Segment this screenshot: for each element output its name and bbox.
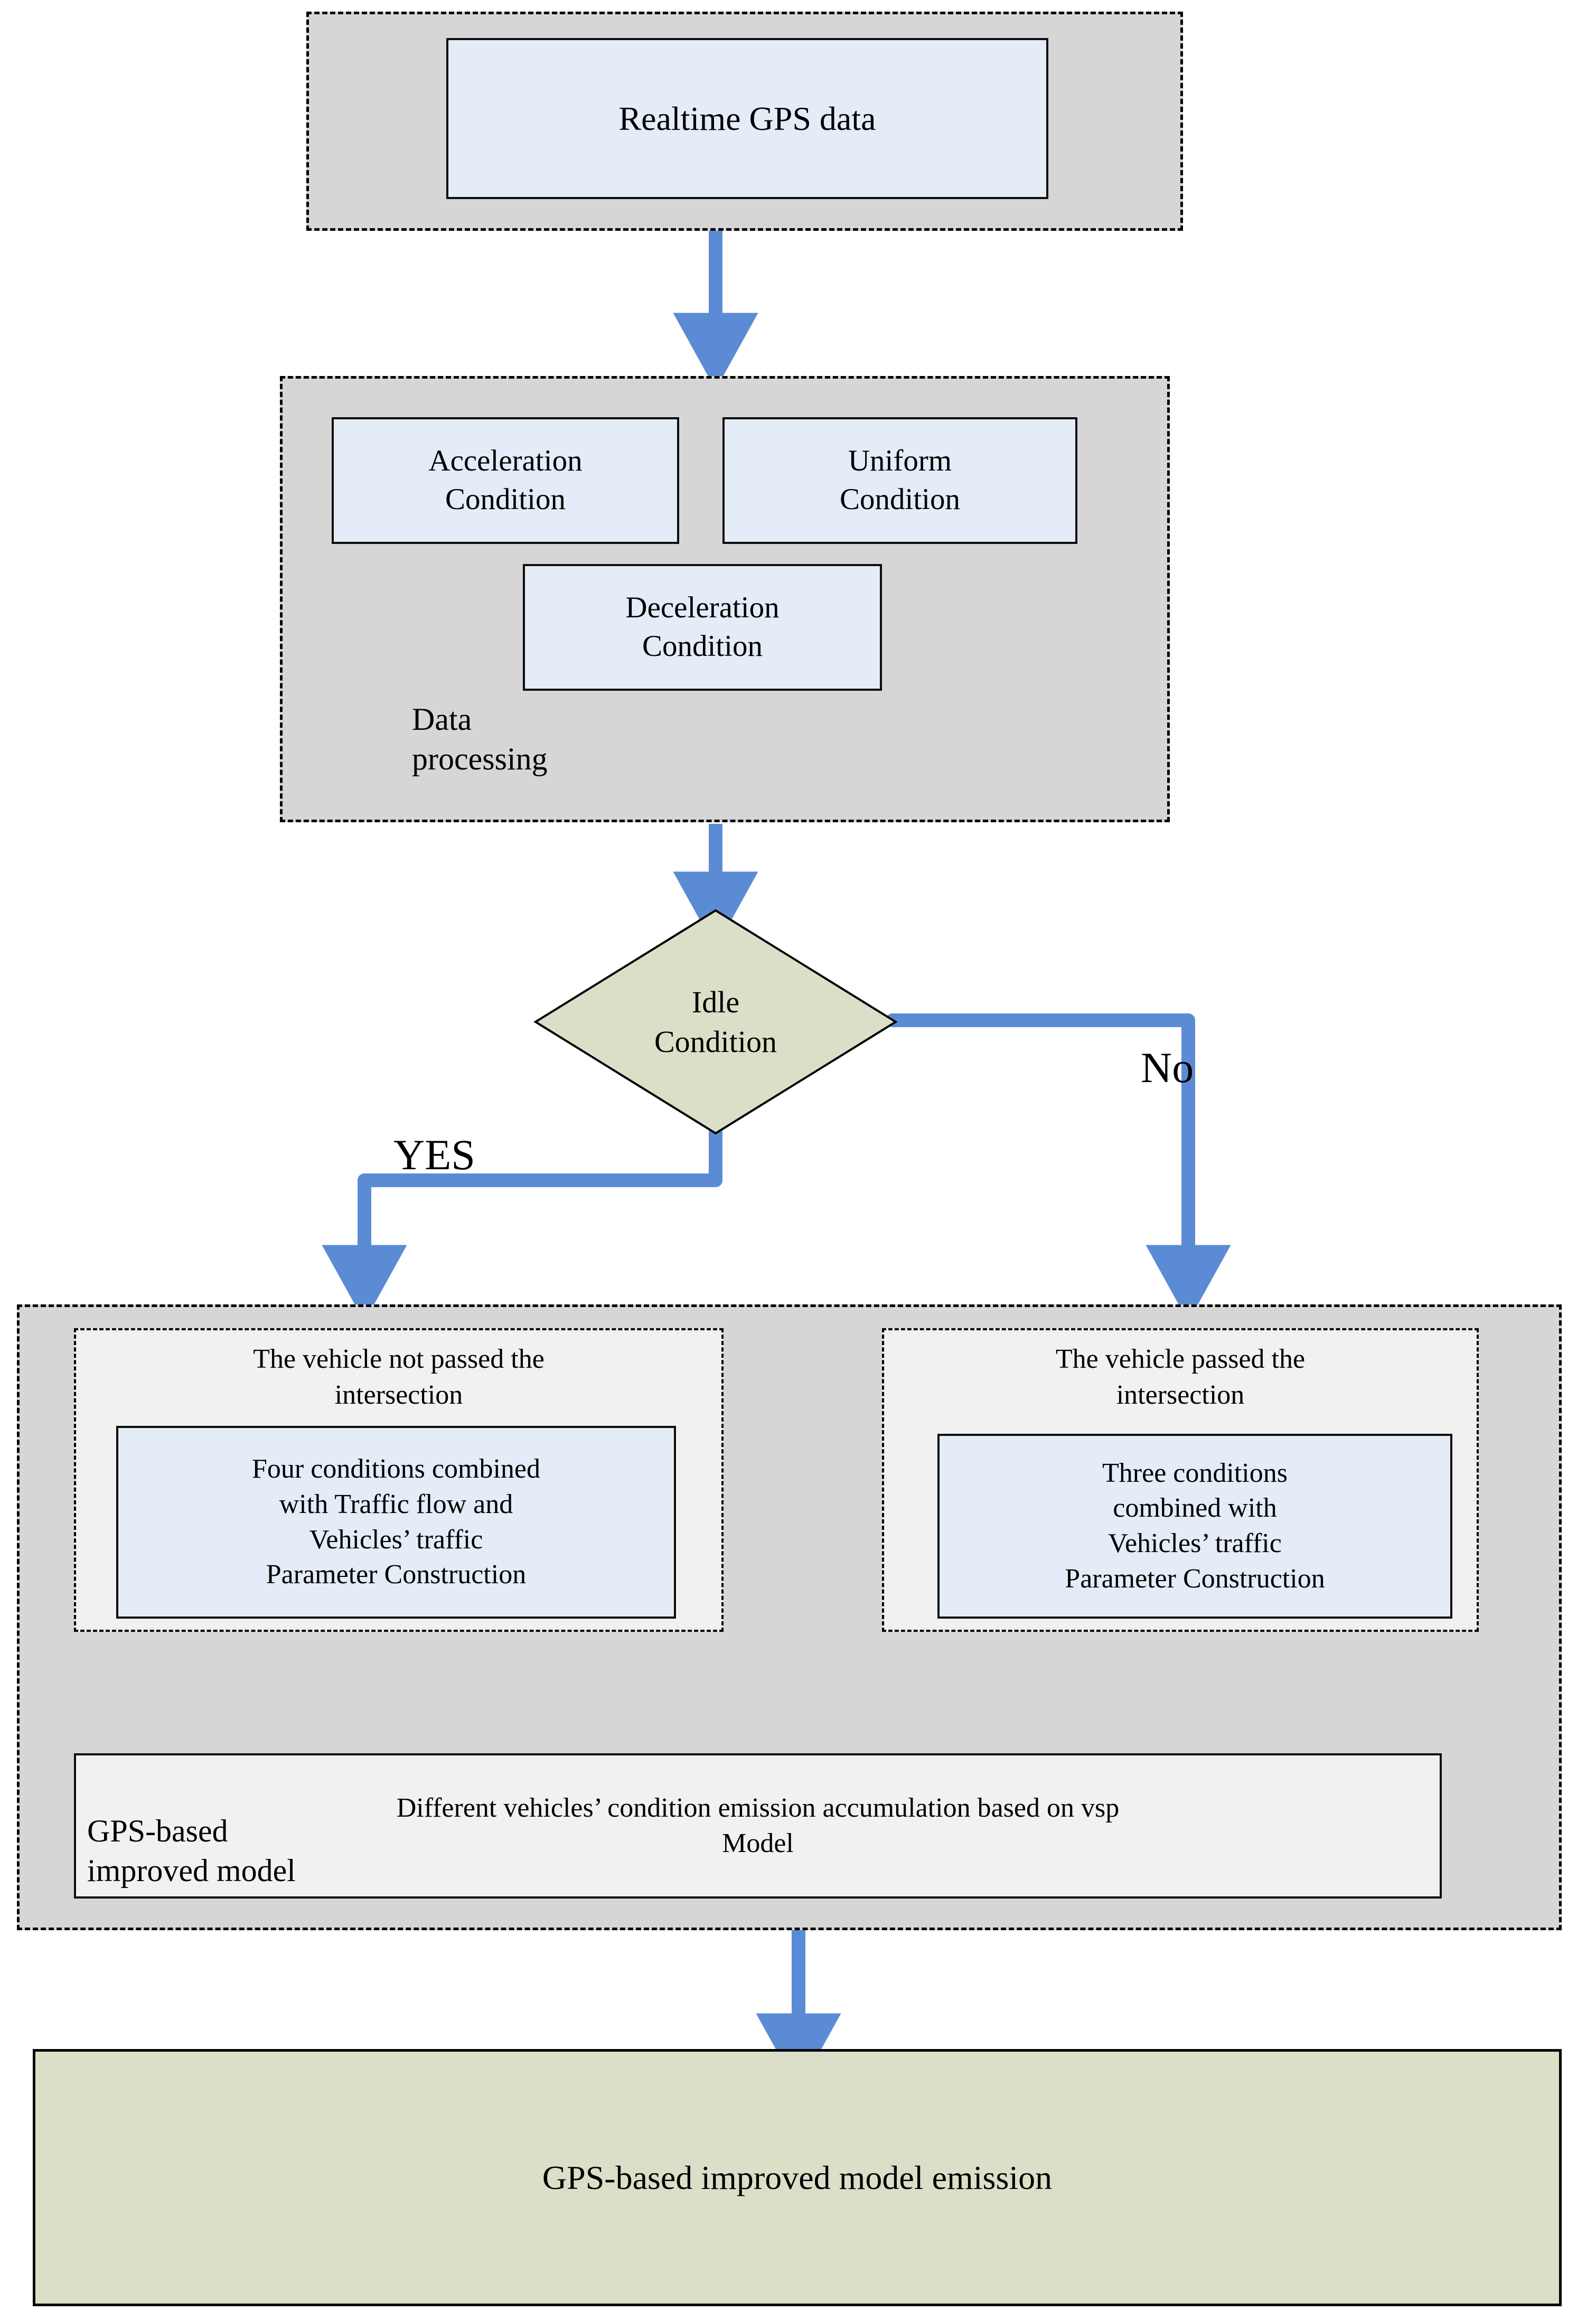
- realtime-gps-data-box[interactable]: Realtime GPS data: [446, 38, 1048, 199]
- four-conditions-box[interactable]: Four conditions combined with Traffic fl…: [116, 1426, 676, 1619]
- uniform-condition-label: Uniform Condition: [839, 444, 961, 516]
- emission-accumulation-label: Different vehicles’ condition emission a…: [396, 1792, 1120, 1858]
- branch-not-passed-heading-label: The vehicle not passed the intersection: [253, 1344, 544, 1410]
- data-processing-group-label: Data processing: [412, 702, 548, 776]
- deceleration-condition-label: Deceleration Condition: [625, 591, 780, 663]
- emission-accumulation-box[interactable]: Different vehicles’ condition emission a…: [74, 1753, 1442, 1899]
- idle-condition-label: Idle Condition: [654, 984, 777, 1059]
- gps-improved-model-emission-label: GPS-based improved model emission: [542, 2158, 1053, 2196]
- idle-condition-label-wrap: Idle Condition: [533, 908, 898, 1135]
- gps-improved-model-group-label: GPS-based improved model: [87, 1813, 296, 1888]
- decision-no-label: No: [1141, 1044, 1194, 1092]
- decision-yes-label: YES: [393, 1131, 475, 1179]
- gps-improved-model-emission-box[interactable]: GPS-based improved model emission: [33, 2049, 1562, 2306]
- four-conditions-label: Four conditions combined with Traffic fl…: [252, 1454, 540, 1590]
- idle-condition-decision-diamond[interactable]: [533, 908, 898, 1135]
- deceleration-condition-box[interactable]: Deceleration Condition: [523, 564, 882, 691]
- uniform-condition-box[interactable]: Uniform Condition: [722, 417, 1077, 544]
- three-conditions-label: Three conditions combined with Vehicles’…: [1065, 1458, 1325, 1594]
- branch-passed-heading-label: The vehicle passed the intersection: [1055, 1344, 1306, 1410]
- branch-passed-heading: The vehicle passed the intersection: [893, 1341, 1468, 1413]
- three-conditions-box[interactable]: Three conditions combined with Vehicles’…: [937, 1434, 1452, 1619]
- acceleration-condition-box[interactable]: Acceleration Condition: [332, 417, 679, 544]
- realtime-gps-data-label: Realtime GPS data: [618, 99, 876, 137]
- branch-not-passed-heading: The vehicle not passed the intersection: [85, 1341, 713, 1413]
- acceleration-condition-label: Acceleration Condition: [428, 444, 583, 516]
